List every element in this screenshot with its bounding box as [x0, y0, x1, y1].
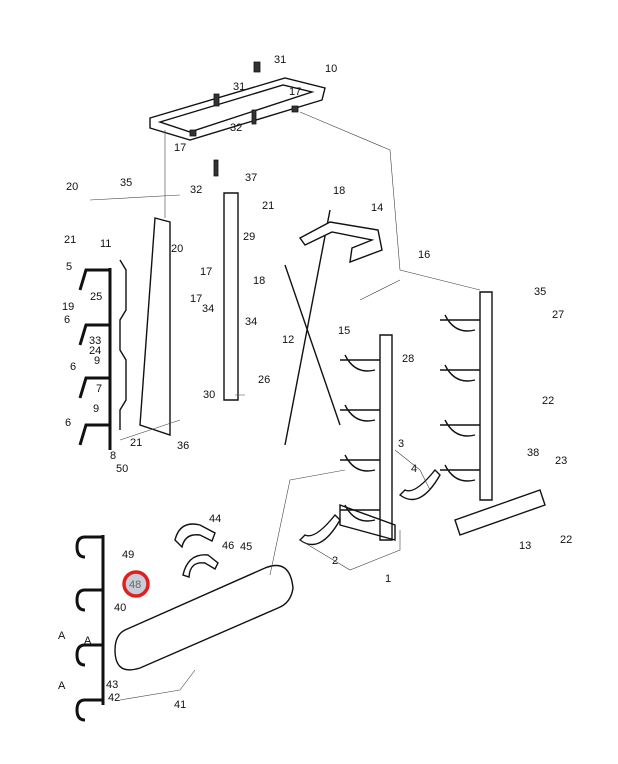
- callout[interactable]: 6: [70, 361, 76, 373]
- mounting-plate: [454, 489, 546, 536]
- callout[interactable]: 12: [282, 334, 294, 346]
- callout[interactable]: 40: [114, 602, 126, 614]
- strap-3: [398, 468, 441, 501]
- callout-labels: 31 10 31 17 32 17 32 20 35 37 18 21 14 2…: [58, 54, 572, 711]
- callout[interactable]: 49: [122, 549, 134, 561]
- callout[interactable]: 19: [62, 301, 74, 313]
- callout[interactable]: 13: [519, 540, 531, 552]
- callout[interactable]: 37: [245, 172, 257, 184]
- callout[interactable]: 18: [253, 275, 265, 287]
- rear-rack: [440, 291, 493, 501]
- clamp-46: [182, 554, 219, 578]
- callout[interactable]: 21: [130, 437, 142, 449]
- callout[interactable]: 23: [555, 455, 567, 467]
- callout[interactable]: 4: [411, 463, 417, 475]
- callout[interactable]: 15: [338, 325, 350, 337]
- left-rail: [139, 130, 171, 436]
- callout[interactable]: 6: [65, 417, 71, 429]
- callout[interactable]: 42: [108, 692, 120, 704]
- callout[interactable]: 20: [66, 181, 78, 193]
- callout[interactable]: 7: [96, 383, 102, 395]
- callout[interactable]: 2: [332, 555, 338, 567]
- callout[interactable]: 8: [110, 450, 116, 462]
- callout[interactable]: 34: [245, 316, 257, 328]
- callout[interactable]: 21: [262, 200, 274, 212]
- bottom-hook-assembly: [75, 535, 105, 722]
- cross-braces: [284, 209, 341, 446]
- front-rack: [339, 334, 396, 541]
- callout[interactable]: 45: [240, 541, 252, 553]
- callout[interactable]: 31: [233, 81, 245, 93]
- callout[interactable]: 16: [418, 249, 430, 261]
- callout[interactable]: 44: [209, 513, 221, 525]
- callout[interactable]: 14: [371, 202, 383, 214]
- top-frame: [149, 61, 326, 177]
- callout[interactable]: 38: [527, 447, 539, 459]
- callout[interactable]: 46: [222, 540, 234, 552]
- callout[interactable]: 28: [402, 353, 414, 365]
- callout[interactable]: 43: [106, 679, 118, 691]
- callout[interactable]: 3: [398, 438, 404, 450]
- callout[interactable]: 22: [542, 395, 554, 407]
- callout[interactable]: 17: [289, 86, 301, 98]
- callout[interactable]: 31: [274, 54, 286, 66]
- clamp-44: [174, 523, 216, 549]
- callout[interactable]: 11: [100, 238, 111, 250]
- callout[interactable]: 30: [203, 389, 215, 401]
- callout[interactable]: 17: [174, 142, 186, 154]
- left-hook-assembly: [78, 259, 127, 450]
- callout[interactable]: 10: [325, 63, 337, 75]
- callout[interactable]: 50: [116, 463, 128, 475]
- callout[interactable]: A: [58, 680, 66, 692]
- callout[interactable]: 21: [64, 234, 76, 246]
- callout[interactable]: 24: [89, 345, 101, 357]
- leader-lines: [89, 111, 481, 701]
- callout[interactable]: 20: [171, 243, 183, 255]
- callout[interactable]: 32: [230, 122, 242, 134]
- callout[interactable]: 6: [64, 314, 70, 326]
- callout[interactable]: 9: [94, 355, 100, 367]
- callout[interactable]: 33: [89, 335, 101, 347]
- callout-highlighted[interactable]: 48: [129, 579, 141, 591]
- callout[interactable]: 25: [90, 291, 102, 303]
- callout[interactable]: 1: [385, 573, 391, 585]
- cylinder-tank: [114, 564, 294, 671]
- callout[interactable]: 36: [177, 440, 189, 452]
- callout[interactable]: A: [58, 630, 66, 642]
- strap-2: [298, 513, 341, 546]
- callout[interactable]: 17: [200, 266, 212, 278]
- callout[interactable]: 5: [66, 261, 72, 273]
- callout[interactable]: A: [84, 635, 92, 647]
- callout[interactable]: 27: [552, 309, 564, 321]
- bracket-14: [298, 221, 383, 264]
- callout[interactable]: 9: [93, 403, 99, 415]
- callout[interactable]: 34: [202, 303, 214, 315]
- callout[interactable]: 29: [243, 231, 255, 243]
- callout[interactable]: 26: [258, 374, 270, 386]
- callout[interactable]: 18: [333, 185, 345, 197]
- highlight-circle: [122, 570, 150, 598]
- callout[interactable]: 32: [190, 184, 202, 196]
- callout[interactable]: 17: [190, 293, 202, 305]
- callout[interactable]: 35: [534, 286, 546, 298]
- center-rail: [223, 192, 239, 401]
- callout[interactable]: 22: [560, 534, 572, 546]
- callout[interactable]: 41: [174, 699, 186, 711]
- callout[interactable]: 35: [120, 177, 132, 189]
